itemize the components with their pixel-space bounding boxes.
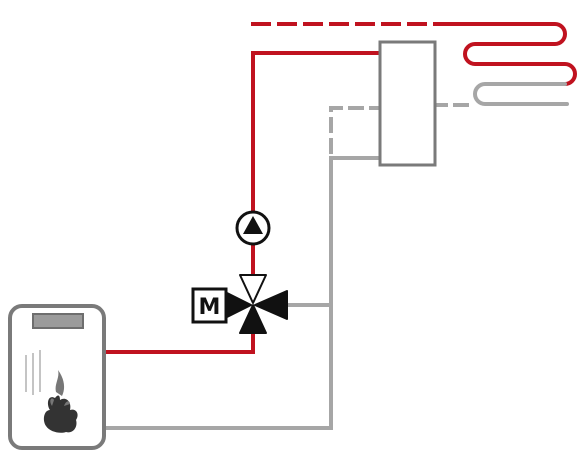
return-pipe-dashed <box>329 106 382 154</box>
valve-port-left <box>226 292 252 318</box>
coil-supply <box>445 22 577 86</box>
supply-pipes <box>102 22 447 354</box>
valve-port-bottom <box>239 304 267 334</box>
valve-port-top <box>239 274 267 304</box>
supply-pipe-boiler <box>102 331 255 354</box>
three-way-mixing-valve-icon <box>226 274 288 334</box>
boiler-icon <box>8 304 106 450</box>
motor-actuator-icon: M <box>191 287 230 324</box>
boiler-display <box>32 313 84 329</box>
buffer-tank-icon <box>378 40 437 167</box>
motor-label: M <box>199 295 221 320</box>
boiler-vent-lines <box>25 350 41 395</box>
return-pipes <box>102 103 472 430</box>
valve-port-right <box>254 290 288 320</box>
floor-heating-coil-icon <box>445 22 577 106</box>
circulation-pump-icon <box>235 210 271 246</box>
boiler-body <box>8 304 106 450</box>
supply-pipe-to-tank <box>251 51 382 212</box>
coil-return <box>473 82 569 106</box>
flame-icon <box>43 370 78 433</box>
return-pipe-boiler <box>102 156 382 430</box>
